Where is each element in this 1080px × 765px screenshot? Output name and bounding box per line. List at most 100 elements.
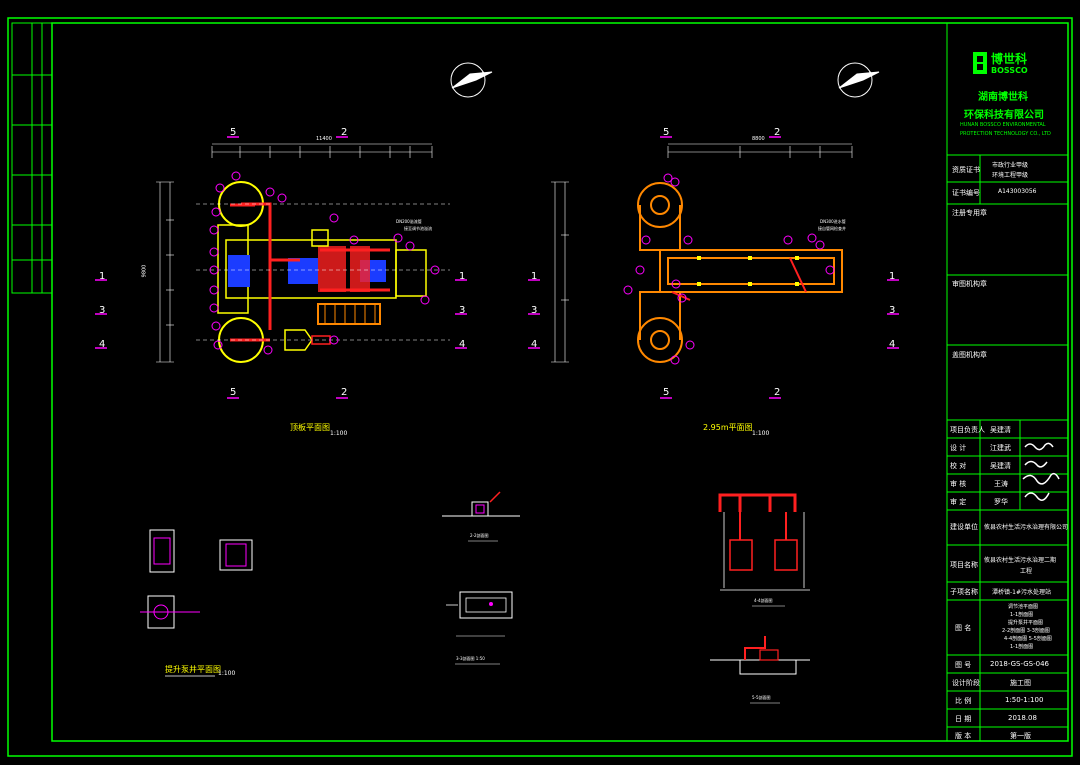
company-logo-sub: BOSSCO xyxy=(991,66,1028,75)
role-4-label: 审 定 xyxy=(950,498,967,506)
role-3-label: 审 核 xyxy=(950,480,967,488)
note-tag-3: DN300进水管 xyxy=(820,219,846,224)
section-1-left: 1 xyxy=(99,271,106,282)
section-4-plan2-right: 4 xyxy=(889,339,896,350)
role-2-label: 校 对 xyxy=(950,462,967,470)
section-3-plan2-left: 3 xyxy=(531,305,538,316)
role-2-name: 吴建清 xyxy=(990,462,1011,470)
plan2-scale: 1:100 xyxy=(752,430,770,437)
detail-section-e xyxy=(710,636,810,704)
section-4-left: 4 xyxy=(99,339,106,350)
plan1-drawing xyxy=(95,136,467,399)
stage-label: 设计阶段 xyxy=(952,679,980,687)
note-tag-4: 接自管网检查井 xyxy=(818,226,846,231)
sheet-label: 版 本 xyxy=(955,732,972,740)
small1-title: 提升泵井平面图 xyxy=(165,665,221,674)
section-1-plan2-left: 1 xyxy=(531,271,538,282)
scale-value: 1:50-1:100 xyxy=(1005,696,1044,704)
subproject-value: 潭桥镇-1#污水处理站 xyxy=(992,589,1052,596)
client-value: 攸县农村生活污水治理有限公司 xyxy=(984,524,1069,531)
section-4-right: 4 xyxy=(459,339,466,350)
detail-section-b xyxy=(442,491,520,542)
project-label: 项目名称 xyxy=(950,561,978,569)
section-2-bottom: 2 xyxy=(341,387,348,398)
role-1-label: 设 计 xyxy=(950,444,967,452)
date-value: 2018.08 xyxy=(1008,714,1037,722)
drawing-no-value: 2018-GS-GS-046 xyxy=(990,660,1050,668)
plan1-title: 顶板平面图 xyxy=(290,423,330,432)
role-0-label: 项目负责人 xyxy=(950,426,985,434)
drawing-value-line-0: 调节池平面图 xyxy=(1008,604,1039,610)
plan2-total-dimension: 8800 xyxy=(752,136,765,142)
detail-e-title: 5-5剖面图 xyxy=(752,695,771,700)
detail-c-title: 3-3剖面图 1:50 xyxy=(456,656,485,661)
plan2-title: 2.95m平面图 xyxy=(703,423,753,432)
section-1-right: 1 xyxy=(459,271,466,282)
section-5-top: 5 xyxy=(230,127,237,138)
company-english-line2: PROTECTION TECHNOLOGY CO., LTD xyxy=(960,131,1051,137)
company-name-line1: 湖南博世科 xyxy=(978,92,1028,103)
binding-strip xyxy=(11,22,53,294)
drawing-value-line-2: 提升泵井平面图 xyxy=(1008,620,1044,626)
role-4-name: 罗华 xyxy=(994,498,1008,506)
section-4-plan2-left: 4 xyxy=(531,339,538,350)
project-value-2: 工程 xyxy=(1020,568,1033,575)
signature-icon xyxy=(1022,442,1060,501)
bossco-logo-icon xyxy=(973,52,987,74)
section-2-top: 2 xyxy=(341,127,348,138)
small1-scale: 1:100 xyxy=(218,670,236,677)
role-1-name: 江建武 xyxy=(990,444,1011,452)
north-arrow-icon xyxy=(450,62,493,98)
client-label: 建设单位 xyxy=(950,523,978,531)
approval-label: 审图机构章 xyxy=(952,280,987,288)
stage-value: 施工图 xyxy=(1010,679,1031,687)
drawing-value-line-3: 2-2剖面图 3-3剖面图 xyxy=(1002,628,1050,634)
plan1-scale: 1:100 xyxy=(330,430,348,437)
title-block-frame xyxy=(946,23,1068,741)
subproject-label: 子项名称 xyxy=(950,588,978,596)
role-3-name: 王涛 xyxy=(994,480,1008,488)
section-3-right: 3 xyxy=(459,305,466,316)
section-2-plan2-bottom: 2 xyxy=(774,387,781,398)
section-5-plan2-bottom: 5 xyxy=(663,387,670,398)
qualification-value-1: 市政行业甲级 xyxy=(992,162,1029,169)
section-5-bottom: 5 xyxy=(230,387,237,398)
company-name-line2: 环保科技有限公司 xyxy=(964,110,1044,121)
seal-label: 盖图机构章 xyxy=(952,351,987,359)
registration-label: 注册专用章 xyxy=(952,209,987,217)
plan1-total-dimension: 11400 xyxy=(316,136,332,142)
section-3-plan2-right: 3 xyxy=(889,305,896,316)
qualification-value-2: 环境工程甲级 xyxy=(992,172,1029,179)
drawing-value-line-4: 4-4剖面图 5-5剖面图 xyxy=(1004,636,1052,642)
drawing-value-line-5: 1-1剖面图 xyxy=(1010,644,1034,650)
date-label: 日 期 xyxy=(955,715,972,723)
plan1-height-dimension: 9800 xyxy=(141,264,148,278)
drawing-no-label: 图 号 xyxy=(955,661,972,669)
north-arrow-icon xyxy=(837,62,880,98)
detail-section-c xyxy=(446,591,513,665)
note-tag-1: DN200溢流管 xyxy=(396,219,422,224)
note-tag-2: 接至调节池溢流 xyxy=(404,226,432,231)
plan2-drawing xyxy=(528,136,899,399)
detail-small-wells xyxy=(140,529,253,677)
cert-no-label: 证书编号 xyxy=(952,189,980,197)
detail-section-d xyxy=(718,493,810,607)
sheet-value: 第一版 xyxy=(1010,732,1031,740)
scale-label: 比 例 xyxy=(955,697,972,705)
company-english-line1: HUNAN BOSSCO ENVIRONMENTAL xyxy=(960,122,1046,128)
project-value-1: 攸县农村生活污水治理二期 xyxy=(984,557,1057,564)
qualification-label: 资质证书 xyxy=(952,166,980,174)
cert-no-value: A143003056 xyxy=(998,188,1037,195)
outer-frame xyxy=(7,17,1073,757)
drawing-value-line-1: 1-1剖面图 xyxy=(1010,612,1034,618)
section-5-plan2-top: 5 xyxy=(663,127,670,138)
company-logo-text: 博世科 xyxy=(991,52,1028,66)
section-3-left: 3 xyxy=(99,305,106,316)
section-1-plan2-right: 1 xyxy=(889,271,896,282)
drawing-label: 图 名 xyxy=(955,624,972,632)
role-0-name: 吴建清 xyxy=(990,426,1011,434)
detail-b-title: 2-2剖面图 xyxy=(470,533,489,538)
inner-frame xyxy=(51,22,1069,742)
detail-d-title: 4-4剖面图 xyxy=(754,598,773,603)
